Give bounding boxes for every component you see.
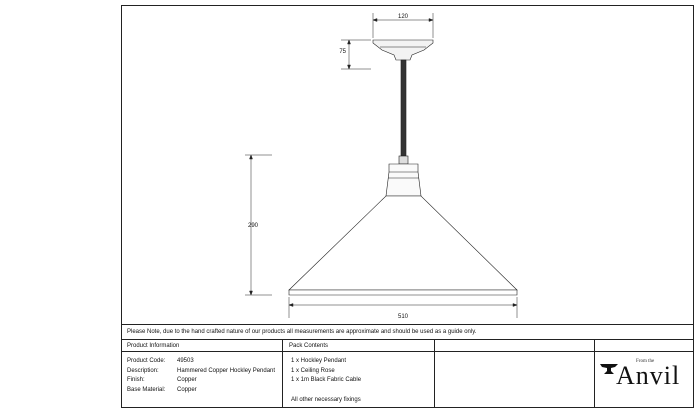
- product-value: Hammered Copper Hockley Pendant: [177, 367, 276, 374]
- pack-item: 1 x Ceiling Rose: [291, 367, 335, 374]
- drawing-sheet: [121, 5, 694, 408]
- product-info-column: Product Information Product Code: 49503 D…: [121, 340, 283, 408]
- logo-from-text: From the: [636, 359, 655, 364]
- pack-contents-list: 1 x Hockley Pendant 1 x Ceiling Rose 1 x…: [283, 352, 434, 405]
- cable: [400, 59, 407, 157]
- dim-shade-height: 290: [248, 223, 259, 229]
- logo-column: From the Anvil: [595, 340, 694, 408]
- product-value: Copper: [177, 377, 197, 383]
- ceiling-rose: [372, 39, 434, 61]
- product-row: Description: Hammered Copper Hockley Pend…: [127, 367, 282, 377]
- product-info-header: Product Information: [121, 340, 282, 352]
- shade-cone: [288, 195, 518, 291]
- product-label: Finish:: [127, 377, 145, 383]
- logo-brand: Anvil: [616, 361, 681, 390]
- logo-header: [595, 340, 694, 352]
- product-value: 49503: [177, 358, 194, 364]
- disclaimer-note: Please Note, due to the hand crafted nat…: [121, 324, 694, 339]
- shade-collar: [385, 163, 422, 197]
- dim-rose-height: 75: [339, 49, 346, 55]
- pack-contents-header: Pack Contents: [283, 340, 434, 352]
- blank-header: [435, 340, 594, 352]
- product-value: Copper: [177, 386, 197, 393]
- product-label: Base Material:: [127, 386, 166, 393]
- pack-extra: All other necessary fixings: [291, 396, 361, 403]
- anvil-icon: [600, 364, 618, 374]
- product-label: Description:: [127, 367, 159, 374]
- cord-grip: [398, 155, 409, 165]
- info-panel: Product Information Product Code: 49503 D…: [121, 339, 694, 408]
- product-info-table: Product Code: 49503 Description: Hammered …: [121, 352, 282, 395]
- pack-item: 1 x 1m Black Fabric Cable: [291, 377, 362, 383]
- product-row: Finish: Copper: [127, 376, 282, 386]
- dim-shade-width: 510: [398, 314, 409, 320]
- dim-rose-width: 120: [398, 14, 409, 20]
- product-row: Base Material: Copper: [127, 386, 282, 396]
- pack-item: 1 x Hockley Pendant: [291, 358, 347, 364]
- pack-contents-column: Pack Contents 1 x Hockley Pendant 1 x Ce…: [283, 340, 435, 408]
- product-row: Product Code: 49503: [127, 357, 282, 367]
- product-label: Product Code:: [127, 358, 166, 364]
- blank-column: [435, 340, 595, 408]
- anvil-logo: From the Anvil: [600, 359, 684, 390]
